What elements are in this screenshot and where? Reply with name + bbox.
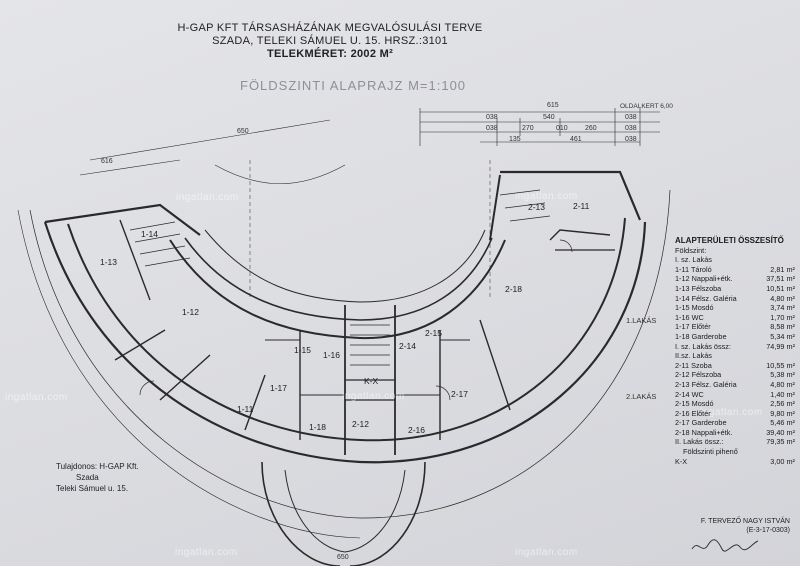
owner-line-1: Tulajdonos: H-GAP Kft.: [56, 462, 139, 471]
unit1-row: 1-12 Nappali+étk.37,51 m²: [675, 274, 795, 284]
dim-615: 615: [547, 102, 559, 109]
designer-name: F. TERVEZŐ NAGY ISTVÁN: [700, 518, 790, 525]
dim-616: 616: [101, 158, 113, 165]
dim-461: 461: [570, 136, 582, 143]
room-2-11: 2-11: [573, 201, 590, 211]
title-line-3: TELEKMÉRET: 2002 M²: [266, 48, 394, 60]
unit-1-label: 1.LAKÁS: [626, 316, 657, 325]
room-2-14: 2-14: [399, 341, 417, 351]
floor-label: Földszint:: [675, 245, 707, 255]
unit-2-label: 2.LAKÁS: [626, 392, 657, 401]
dim-038-b: 038: [486, 125, 498, 132]
room-2-12: 2-12: [352, 419, 370, 429]
owner-block: Tulajdonos: H-GAP Kft. Szada Teleki Sámu…: [56, 461, 139, 494]
room-1-15: 1-15: [294, 345, 312, 355]
room-2-18: 2-18: [505, 284, 523, 294]
room-1-16: 1-16: [323, 350, 341, 360]
designer-code: (E-3-17-0303): [746, 527, 790, 534]
room-2-13: 2-13: [528, 202, 546, 212]
room-2-17: 2-17: [451, 389, 469, 399]
dim-650-left: 650: [237, 128, 249, 135]
watermark-3: ingatlan.com: [5, 392, 68, 403]
area-summary: ALAPTERÜLETI ÖSSZESÍTŐ Földszint: I. sz.…: [675, 236, 795, 466]
room-1-12: 1-12: [182, 307, 200, 317]
unit1-heading: I. sz. Lakás: [675, 255, 712, 265]
room-1-18: 1-18: [309, 422, 327, 432]
room-1-11: 1-11: [237, 404, 254, 414]
watermark-1: ingatlan.com: [176, 192, 239, 203]
room-2-16: 2-16: [408, 425, 426, 435]
watermark-5: ingatlan.com: [700, 407, 763, 418]
dim-038-d: 038: [625, 125, 637, 132]
dim-540: 540: [543, 114, 555, 121]
unit1-total-row: I. sz. Lakás össz:74,99 m²: [675, 341, 795, 351]
watermark-7: ingatlan.com: [515, 547, 578, 558]
signature-scribble: [691, 539, 759, 552]
unit2-heading: II.sz. Lakás: [675, 351, 712, 361]
dim-038-a: 038: [486, 114, 498, 121]
side-garden-label: OLDALKERT 6,00: [620, 103, 673, 110]
dim-260: 260: [585, 125, 597, 132]
dim-038-e: 038: [625, 136, 637, 143]
plan-title: FÖLDSZINTI ALAPRAJZ M=1:100: [240, 78, 467, 93]
room-k-x: K-X: [364, 376, 379, 386]
watermark-2: ingatlan.com: [515, 191, 578, 202]
room-1-14: 1-14: [141, 229, 159, 239]
unit2-total-row: II. Lakás össz.:79,35 m²: [675, 437, 795, 447]
room-1-13: 1-13: [100, 257, 118, 267]
dim-010: 010: [556, 125, 568, 132]
title-line-2: SZADA, TELEKI SÁMUEL U. 15. HRSZ.:3101: [212, 35, 448, 47]
area-summary-title: ALAPTERÜLETI ÖSSZESÍTŐ: [675, 236, 784, 245]
room-1-17: 1-17: [270, 383, 288, 393]
owner-line-2: Szada: [76, 473, 99, 482]
dim-038-c: 038: [625, 114, 637, 121]
title-line-1: H-GAP KFT TÁRSASHÁZÁNAK MEGVALÓSULÁSI TE…: [177, 22, 483, 34]
dim-270: 270: [522, 125, 534, 132]
stair-heading: Földszinti pihenő: [683, 447, 738, 457]
dim-135: 135: [509, 136, 521, 143]
designer-block: F. TERVEZŐ NAGY ISTVÁN (E-3-17-0303): [672, 517, 790, 535]
room-2-15: 2-15: [425, 328, 443, 338]
unit2-row: 2-18 Nappali+étk.39,40 m²: [675, 427, 795, 437]
dim-650-bottom: 650: [337, 554, 349, 561]
owner-line-3: Teleki Sámuel u. 15.: [56, 484, 129, 493]
watermark-6: ingatlan.com: [175, 547, 238, 558]
watermark-4: ingatlan.com: [342, 391, 405, 402]
